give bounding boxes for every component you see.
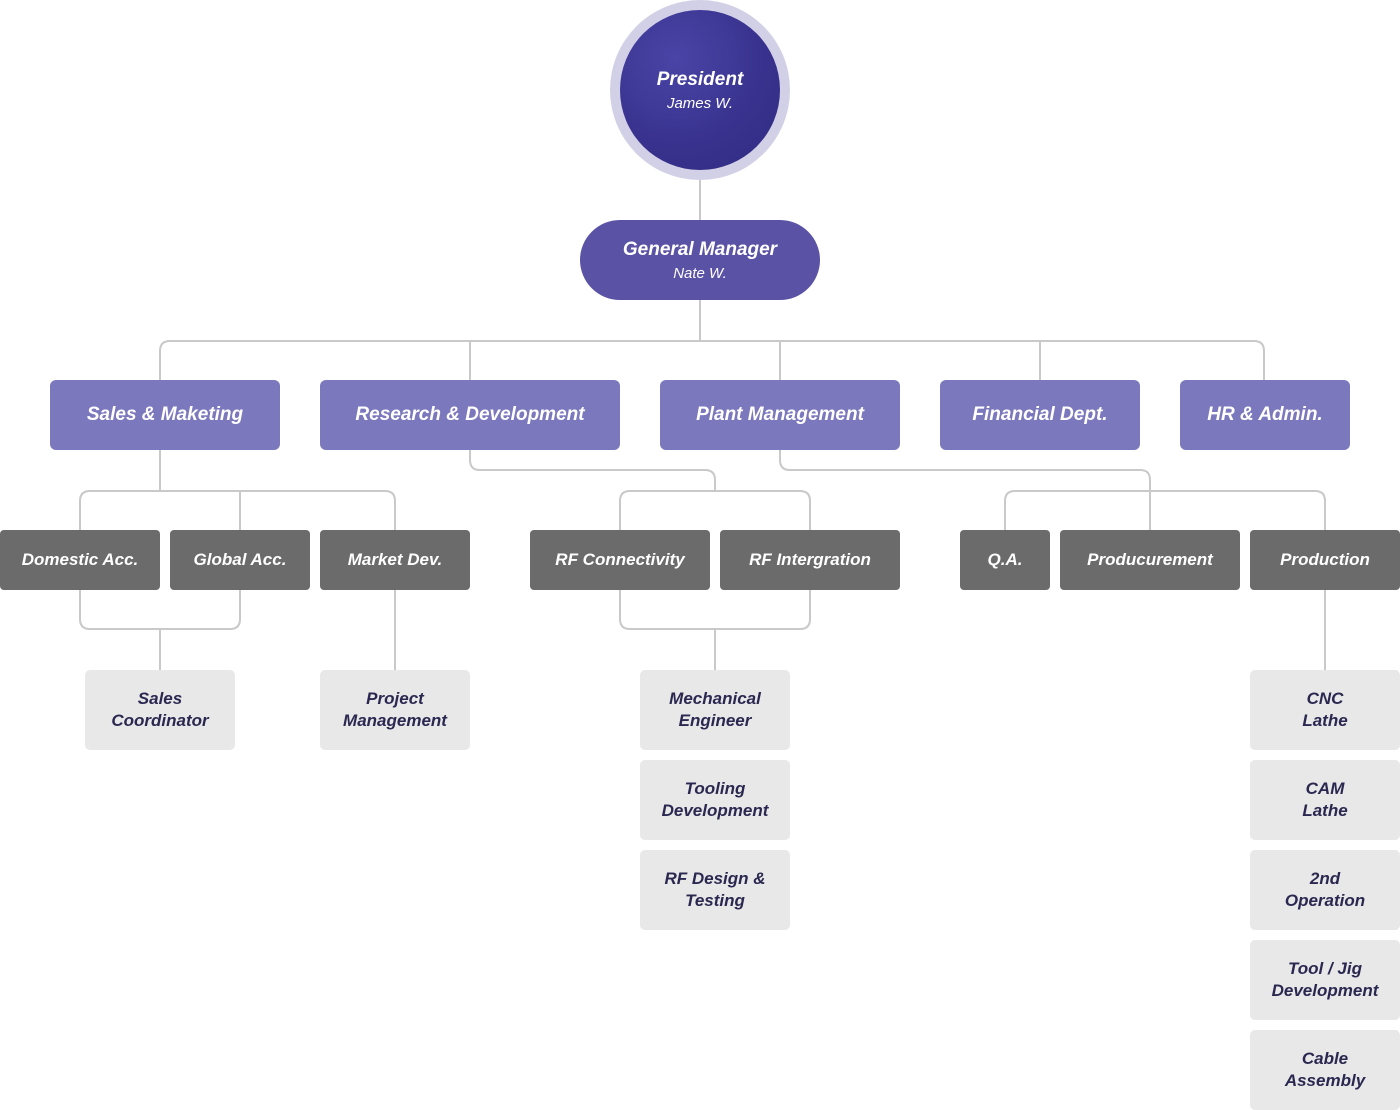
dept-financial[interactable]: Financial Dept. bbox=[940, 380, 1140, 450]
connector-acc-bottom bbox=[79, 590, 241, 630]
team-mechanical-engineer[interactable]: Mechanical Engineer bbox=[640, 670, 790, 750]
connector-plant-down bbox=[779, 450, 1151, 530]
sub-rf-connectivity[interactable]: RF Connectivity bbox=[530, 530, 710, 590]
team-label-line2: Assembly bbox=[1284, 1071, 1366, 1090]
team-label-line2: Development bbox=[661, 801, 769, 820]
president-node[interactable]: President James W. bbox=[620, 10, 780, 170]
team-label-line2: Development bbox=[1271, 981, 1379, 1000]
team-label-line1: Project bbox=[366, 689, 424, 708]
team-project-management[interactable]: Project Management bbox=[320, 670, 470, 750]
general-manager-title: General Manager bbox=[622, 238, 778, 260]
connector-sales-bus bbox=[79, 490, 396, 530]
team-label-line1: Tool / Jig bbox=[1288, 959, 1362, 978]
connector-plant-bus bbox=[1004, 490, 1326, 530]
sub-rf-integration[interactable]: RF Intergration bbox=[720, 530, 900, 590]
team-label-line2: Management bbox=[343, 711, 447, 730]
team-label-line2: Testing bbox=[685, 891, 745, 910]
general-manager-name: Nate W. bbox=[673, 264, 727, 282]
connector-rnd-down bbox=[469, 450, 716, 491]
dept-hr-admin[interactable]: HR & Admin. bbox=[1180, 380, 1350, 450]
team-label-line2: Lathe bbox=[1302, 711, 1348, 730]
sub-domestic-acc[interactable]: Domestic Acc. bbox=[0, 530, 160, 590]
dept-plant-management[interactable]: Plant Management bbox=[660, 380, 900, 450]
president-title: President bbox=[656, 68, 744, 90]
team-label-line2: Engineer bbox=[678, 711, 752, 730]
team-label-line1: Sales bbox=[137, 689, 183, 708]
team-label-line2: Coordinator bbox=[111, 711, 209, 730]
team-label-line2: Lathe bbox=[1302, 801, 1348, 820]
connector-rf-bottom bbox=[619, 590, 811, 630]
team-cable-assembly[interactable]: Cable Assembly bbox=[1250, 1030, 1400, 1110]
team-label-line1: Cable bbox=[1301, 1049, 1349, 1068]
president-name: James W. bbox=[666, 94, 734, 112]
team-2nd-operation[interactable]: 2nd Operation bbox=[1250, 850, 1400, 930]
connector-rnd-bus bbox=[619, 490, 811, 530]
sub-market-dev[interactable]: Market Dev. bbox=[320, 530, 470, 590]
dept-research-development[interactable]: Research & Development bbox=[320, 380, 620, 450]
team-sales-coordinator[interactable]: Sales Coordinator bbox=[85, 670, 235, 750]
sub-production[interactable]: Production bbox=[1250, 530, 1400, 590]
team-tooling-development[interactable]: Tooling Development bbox=[640, 760, 790, 840]
sub-qa[interactable]: Q.A. bbox=[960, 530, 1050, 590]
team-label-line2: Operation bbox=[1284, 891, 1366, 910]
team-cnc-lathe[interactable]: CNC Lathe bbox=[1250, 670, 1400, 750]
sub-global-acc[interactable]: Global Acc. bbox=[170, 530, 310, 590]
team-tool-jig-development[interactable]: Tool / Jig Development bbox=[1250, 940, 1400, 1020]
team-label-line1: 2nd bbox=[1309, 869, 1341, 888]
general-manager-node[interactable]: General Manager Nate W. bbox=[580, 220, 820, 300]
team-label-line1: CAM bbox=[1305, 779, 1345, 798]
connector-dept-bus bbox=[159, 340, 1265, 380]
team-label-line1: Tooling bbox=[684, 779, 746, 798]
team-label-line1: Mechanical bbox=[669, 689, 761, 708]
team-cam-lathe[interactable]: CAM Lathe bbox=[1250, 760, 1400, 840]
team-label-line1: RF Design & bbox=[664, 869, 766, 888]
sub-procurement[interactable]: Producurement bbox=[1060, 530, 1240, 590]
team-rf-design-testing[interactable]: RF Design & Testing bbox=[640, 850, 790, 930]
dept-sales-marketing[interactable]: Sales & Maketing bbox=[50, 380, 280, 450]
team-label-line1: CNC bbox=[1306, 689, 1344, 708]
